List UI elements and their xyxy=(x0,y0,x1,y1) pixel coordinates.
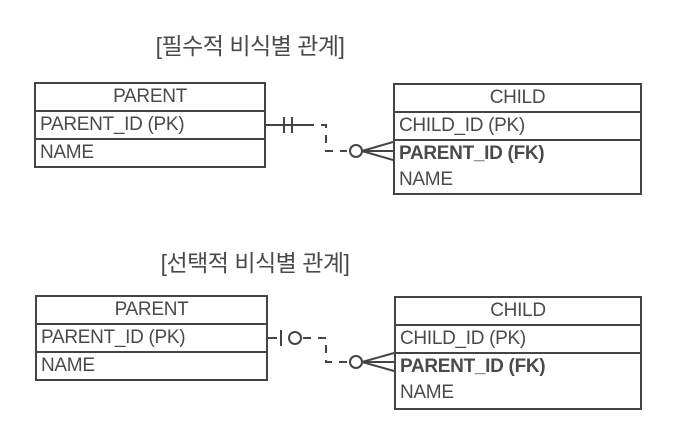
table-row-fk: PARENT_ID (FK) xyxy=(400,356,546,377)
optional-circle-icon xyxy=(288,331,302,345)
table-header: PARENT xyxy=(37,297,266,325)
crow-foot-icon xyxy=(361,141,394,161)
parent-table: PARENT PARENT_ID (PK) NAME xyxy=(34,82,266,168)
child-table: CHILD CHILD_ID (PK) PARENT_ID (FK) NAME xyxy=(393,83,642,195)
child-table: CHILD CHILD_ID (PK) PARENT_ID (FK) NAME xyxy=(394,296,642,410)
table-header: CHILD xyxy=(396,298,640,326)
table-row-attr: NAME xyxy=(41,355,95,376)
table-row-attr: NAME xyxy=(399,169,453,190)
crow-foot-icon xyxy=(361,352,395,372)
table-row-attr: NAME xyxy=(400,382,454,403)
dashed-relationship-line xyxy=(303,337,347,363)
table-row-pk: CHILD_ID (PK) xyxy=(396,326,640,354)
table-row-attr: NAME xyxy=(40,142,94,163)
parent-table: PARENT PARENT_ID (PK) NAME xyxy=(35,295,268,381)
optional-circle-icon xyxy=(349,144,363,158)
attribute-section: PARENT_ID (FK) NAME xyxy=(396,354,640,406)
table-row-pk: CHILD_ID (PK) xyxy=(395,113,640,141)
table-row-pk: PARENT_ID (PK) xyxy=(37,325,266,353)
table-header: PARENT xyxy=(36,84,264,112)
dashed-relationship-line xyxy=(306,124,347,152)
connector-mandatory-nonidentifying xyxy=(266,117,394,161)
table-header: CHILD xyxy=(395,85,640,113)
table-row-pk: PARENT_ID (PK) xyxy=(36,112,264,140)
connector-optional-nonidentifying xyxy=(268,330,395,372)
diagram-title-optional: [선택적 비식별 관계] xyxy=(160,250,350,276)
attribute-section: PARENT_ID (FK) NAME xyxy=(395,141,640,193)
table-row-fk: PARENT_ID (FK) xyxy=(399,143,545,164)
optional-circle-icon xyxy=(349,355,363,369)
diagram-title-mandatory: [필수적 비식별 관계] xyxy=(155,33,345,59)
